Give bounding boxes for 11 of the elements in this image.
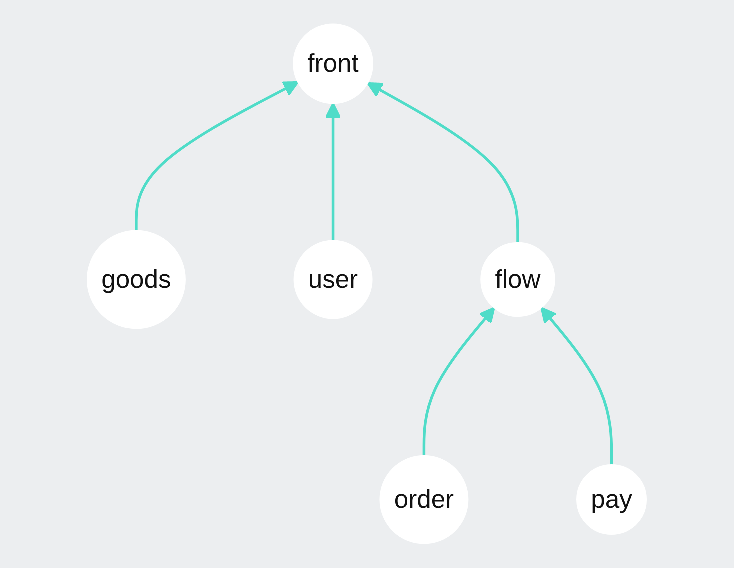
node-circle: goods (86, 230, 186, 330)
arrow (135, 81, 300, 232)
arrow (422, 307, 496, 456)
arrow (325, 102, 342, 242)
node-circle: pay (576, 464, 648, 536)
node-circle: flow (480, 242, 556, 318)
arrow (366, 82, 520, 244)
node-circle: front (293, 24, 374, 104)
node-circle: order (380, 455, 469, 544)
node-circle: user (294, 240, 373, 320)
arrow (540, 307, 614, 466)
